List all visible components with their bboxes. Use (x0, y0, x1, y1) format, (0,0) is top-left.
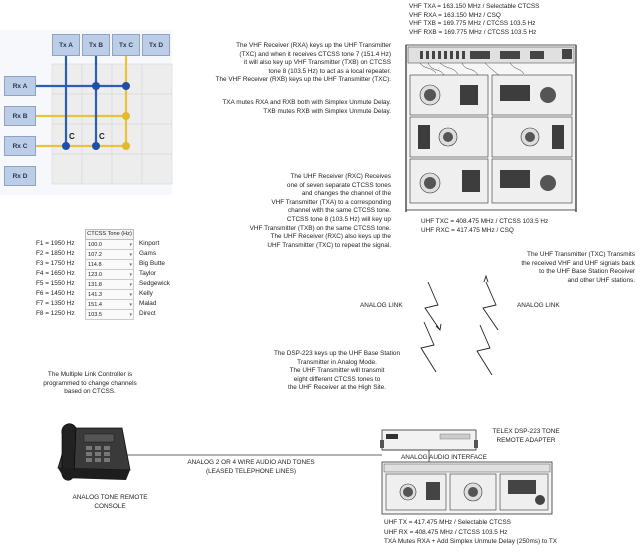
ctcss-frequency: F6 = 1450 Hz (36, 290, 75, 297)
ctcss-tone-select[interactable]: 114.8▾ (85, 260, 134, 270)
ctcss-tone-select[interactable]: 100.0▾ (85, 240, 134, 250)
telex-title-line: TELEX DSP-223 TONE (492, 428, 560, 435)
ctcss-frequency: F3 = 1750 Hz (36, 260, 75, 267)
analog-link-right-label: ANALOG LINK (517, 302, 560, 309)
uhf-rxc-desc-line: The UHF Receiver (RXC) Receives (290, 173, 392, 180)
base-station-rack (381, 461, 553, 515)
dsp-desc-line: The UHF Transmitter will transmit (289, 367, 385, 375)
chevron-down-icon: ▾ (129, 242, 132, 248)
mlc-desc-line: programmed to change channels (43, 379, 137, 387)
rx-a-label: Rx A (4, 76, 36, 96)
vhf-spec-line: VHF RXA = 163.150 MHz / CSQ (409, 11, 501, 19)
ctcss-tone-table: CTCSS Tone (Hz) 100.0▾107.2▾114.8▾123.0▾… (85, 229, 134, 320)
console-label-line: ANALOG TONE REMOTE (72, 494, 148, 501)
vhf-rxa-desc-line: The VHF Receiver (RXA) keys up the UHF T… (236, 42, 391, 49)
ctcss-tone-select[interactable]: 103.5▾ (85, 310, 134, 320)
tx-d-header: Tx D (142, 34, 170, 56)
ctcss-site: Sedgewick (139, 280, 170, 287)
chevron-down-icon: ▾ (129, 262, 132, 268)
ctcss-frequency: F2 = 1850 Hz (36, 250, 75, 257)
downlink-arrow (483, 274, 489, 283)
uhf-rxc-desc-line: VHF Transmitter (TXA) to a corresponding (271, 198, 391, 206)
ctcss-frequency: F4 = 1650 Hz (36, 270, 75, 277)
uhf-site-spec-line: UHF TXC = 408.475 MHz / CTCSS 103.5 Hz (421, 218, 549, 225)
uhf-txc-desc-line: The UHF Transmitter (TXC) Transmits (527, 251, 635, 258)
uhf-rxc-desc-line: channel with the same CTCSS tone. (287, 207, 391, 215)
ctcss-tone-select[interactable]: 151.4▾ (85, 300, 134, 310)
uplink-bolt-left-arrow (435, 323, 442, 331)
uplink-bolt-left (424, 281, 441, 331)
uhf-txc-desc-line: and other UHF stations. (567, 276, 636, 284)
chevron-down-icon: ▾ (129, 282, 132, 288)
txa-mutes-line: TXA mutes RXA and RXB both with Simplex … (222, 99, 391, 106)
ctcss-marker: C (69, 132, 75, 141)
tx-c-header: Tx C (112, 34, 140, 56)
ctcss-site: Gams (139, 250, 157, 257)
uhf-rxc-desc-line: The UHF Receiver (RXC) also keys up the (270, 233, 391, 241)
rx-b-label: Rx B (4, 106, 36, 126)
vhf-spec-line: VHF TXB = 169.775 MHz / CTCSS 103.5 Hz (409, 20, 536, 28)
ctcss-tone-select[interactable]: 107.2▾ (85, 250, 134, 260)
tx-a-header: Tx A (52, 34, 80, 56)
chevron-down-icon: ▾ (129, 312, 132, 318)
uhf-rxc-desc-line: VHF Transmitter (TXB) on the same CTCSS … (249, 224, 391, 232)
vhf-spec-line: VHF TXA = 163.150 MHz / Selectable CTCSS (409, 3, 540, 10)
mlc-desc-line: based on CTCSS. (64, 388, 116, 396)
uhf-rxc-desc-line: and changes the channel of the (301, 190, 391, 198)
ctcss-frequency: F8 = 1250 Hz (36, 310, 75, 317)
vhf-rxa-desc-line: it will also key up VHF Transmitter (TXB… (243, 59, 391, 67)
tx-b-header: Tx B (82, 34, 110, 56)
ctcss-site: Malad (139, 300, 157, 307)
rx-c-label: Rx C (4, 136, 36, 156)
ctcss-frequency: F1 = 1950 Hz (36, 240, 75, 247)
vhf-spec-line: VHF RXB = 169.775 MHz / CTCSS 103.5 Hz (409, 28, 537, 36)
uhf-site-spec-line: UHF RXC = 417.475 MHz / CSQ (421, 226, 514, 234)
chevron-down-icon: ▾ (129, 272, 132, 278)
rx-d-label: Rx D (4, 166, 36, 186)
uhf-txc-desc-line: to the UHF Base Station Receiver (539, 268, 635, 276)
ctcss-site: Big Butte (139, 260, 165, 267)
vhf-rxa-desc-line: (TXC) and when it receives CTCSS tone 7 … (239, 50, 391, 58)
ctcss-site: Taylor (139, 270, 157, 277)
base-spec-line: UHF TX = 417.475 MHz / Selectable CTCSS (384, 519, 511, 526)
ctcss-tone-select[interactable]: 141.3▾ (85, 290, 134, 300)
vhf-rxa-desc-line: tone 8 (103.5 Hz) to act as a local repe… (268, 67, 391, 75)
chevron-down-icon: ▾ (129, 302, 132, 308)
base-spec-line: UHF RX = 408.475 MHz / CTCSS 103.5 Hz (384, 528, 508, 536)
vhf-rxa-desc-line: The VHF Receiver (RXB) keys up the UHF T… (215, 76, 391, 84)
txa-mutes-line: TXB mutes RXB with Simplex Unmute Delay. (263, 107, 391, 115)
mlc-desc-line: The Multiple Link Controller is (47, 371, 133, 378)
dsp-desc-line: The DSP-223 keys up the UHF Base Station (273, 350, 401, 357)
uplink-bolt-right (482, 281, 499, 331)
uhf-rxc-desc-line: one of seven separate CTCSS tones (286, 181, 391, 189)
dsp-desc-line: Transmitter in Analog Mode. (297, 358, 377, 366)
analog-audio-interface-label: ANALOG AUDIO INTERFACE (401, 454, 487, 461)
ctcss-frequency: F5 = 1550 Hz (36, 280, 75, 287)
ctcss-table-header: CTCSS Tone (Hz) (85, 229, 134, 240)
ctcss-frequency: F7 = 1350 Hz (36, 300, 75, 307)
ctcss-site: Kinport (139, 240, 160, 247)
ctcss-site: Direct (139, 310, 156, 317)
base-spec-line: TXA Mutes RXA + Add Simplex Unmute Delay… (384, 538, 558, 545)
chevron-down-icon: ▾ (129, 252, 132, 258)
leased-lines-line: (LEASED TELEPHONE LINES) (205, 467, 297, 475)
analog-link-left-label: ANALOG LINK (360, 302, 403, 309)
dsp-desc-line: the UHF Receiver at the High Site. (287, 384, 387, 392)
dsp-desc-line: eight different CTCSS tones to (293, 375, 381, 383)
uplink-bolt-right-2 (476, 324, 493, 376)
uhf-rxc-desc-line: UHF Transmitter (TXC) to repeat the sign… (267, 241, 391, 249)
chevron-down-icon: ▾ (129, 292, 132, 298)
telex-title-line: REMOTE ADAPTER (496, 436, 556, 444)
ctcss-tone-select[interactable]: 123.0▾ (85, 270, 134, 280)
uhf-rxc-desc-line: CTCSS tone 8 (103.5 Hz) will key up (286, 216, 391, 223)
leased-lines-line: ANALOG 2 OR 4 WIRE AUDIO AND TONES (187, 459, 315, 466)
ctcss-marker: C (99, 132, 105, 141)
uhf-txc-desc-line: the received VHF and UHF signals back (521, 259, 635, 267)
ctcss-site: Kelly (139, 290, 153, 297)
ctcss-tone-select[interactable]: 131.8▾ (85, 280, 134, 290)
console-label-line: CONSOLE (94, 502, 126, 510)
